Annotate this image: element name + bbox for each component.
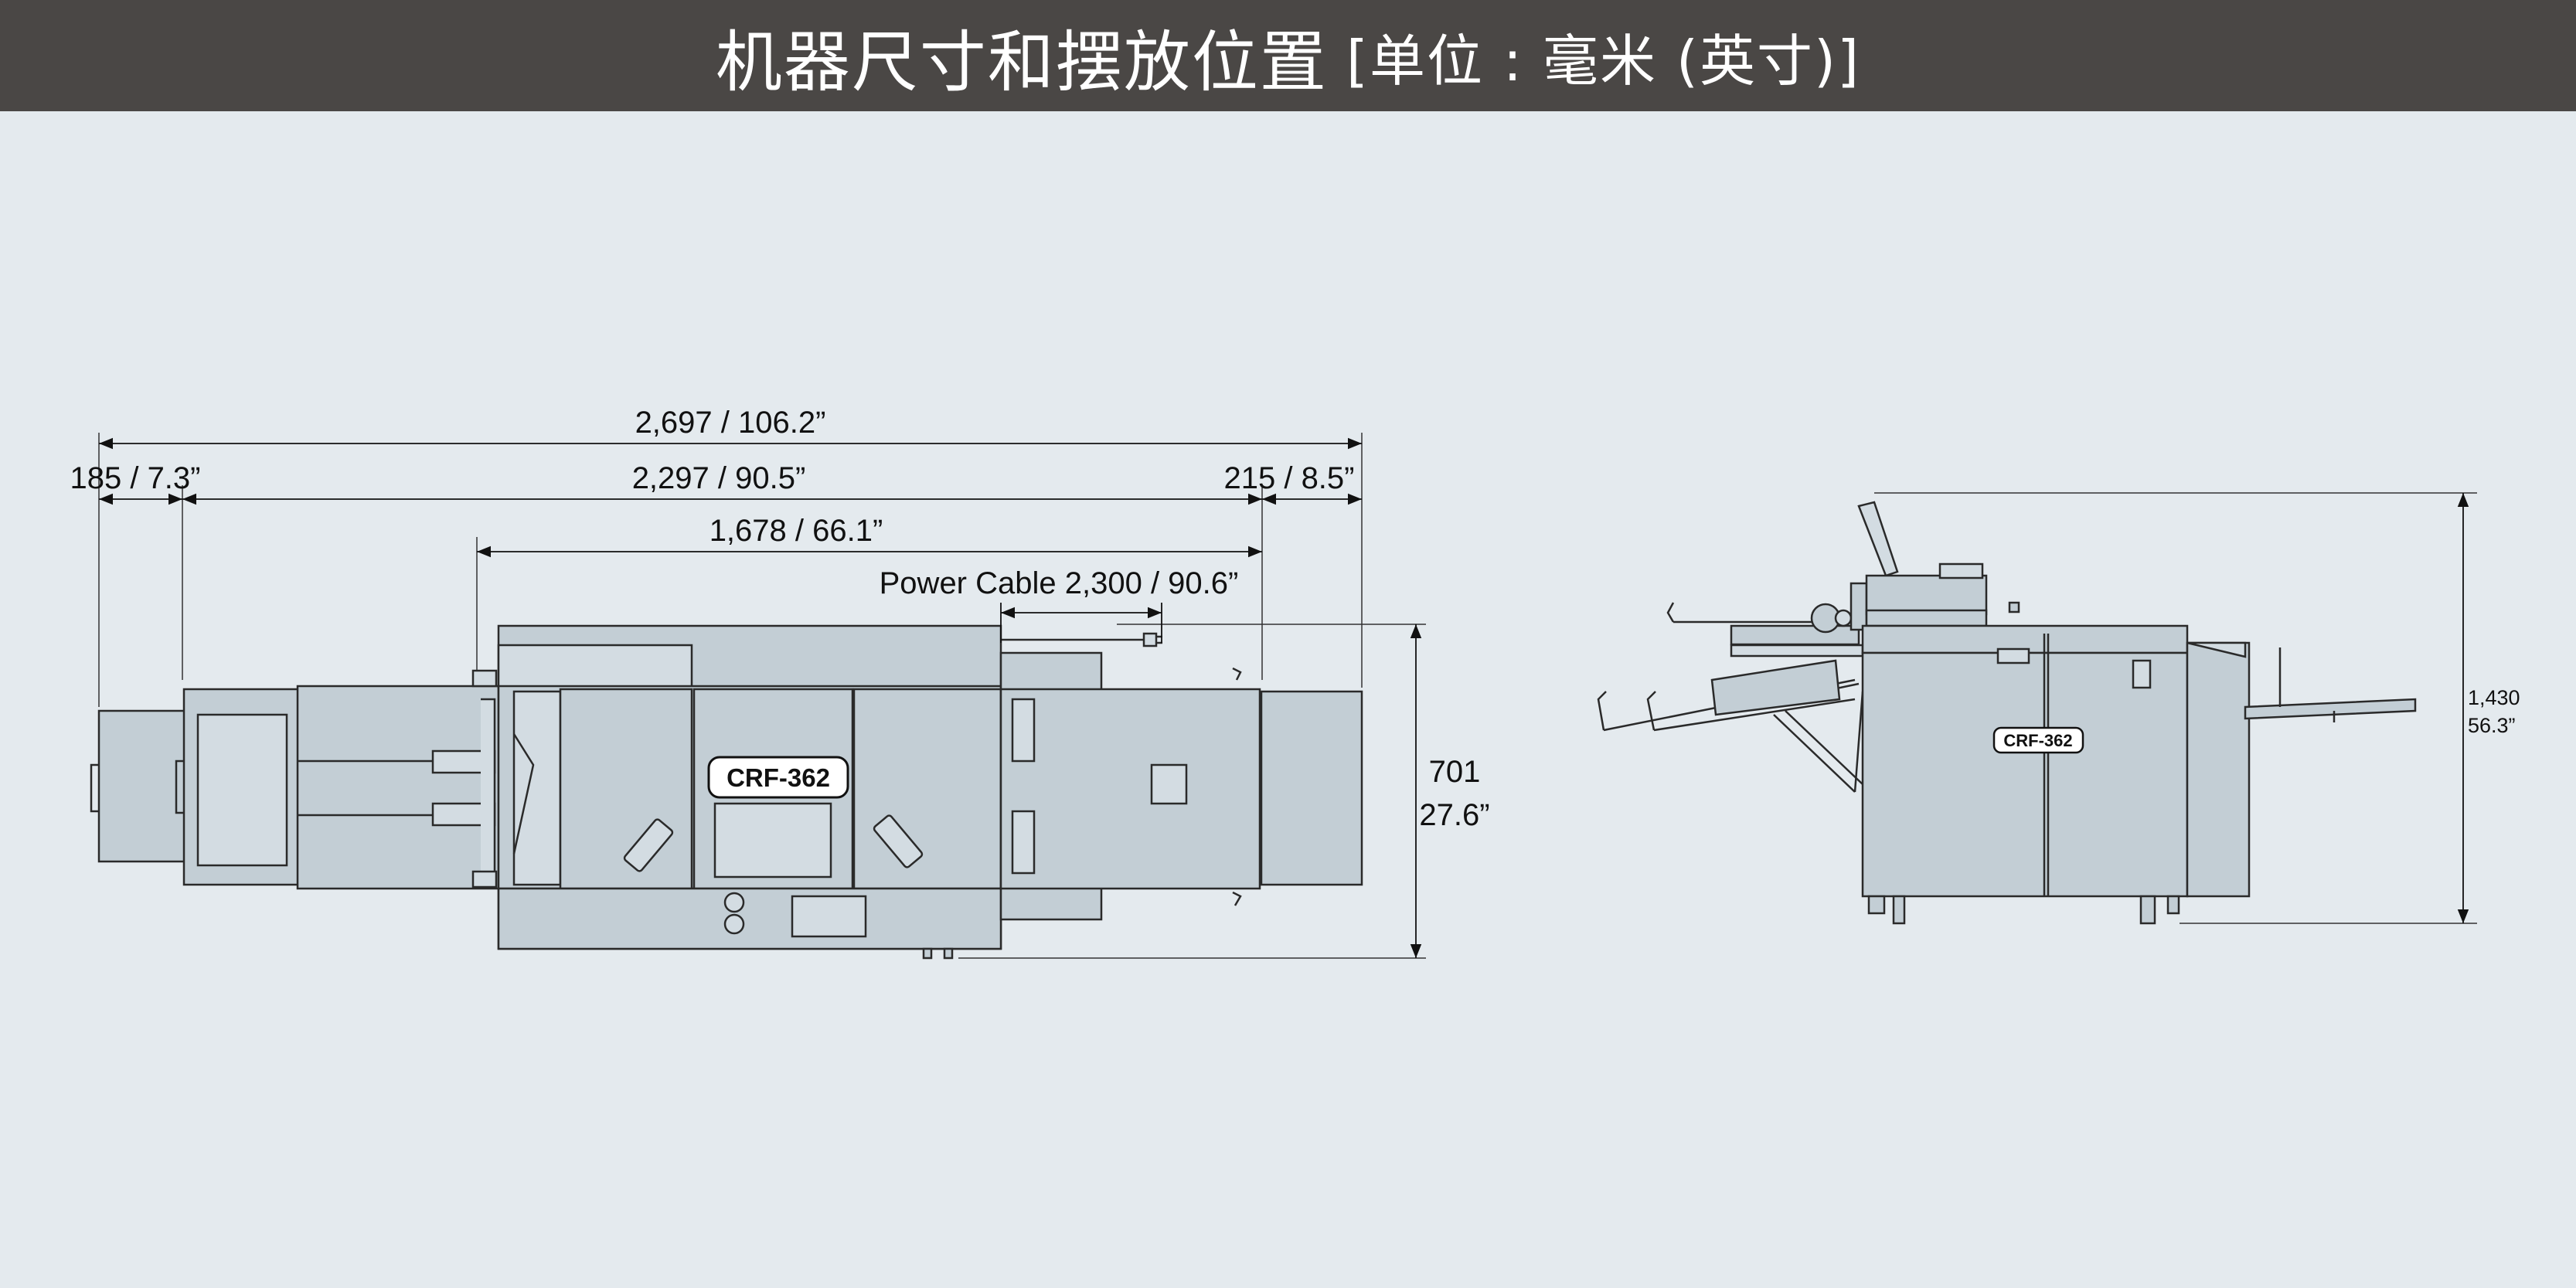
right-extension-label: 215 / 8.5”	[1223, 461, 1354, 495]
side-view	[1597, 492, 2477, 925]
side-feet	[1867, 895, 2180, 925]
left-extension-label: 185 / 7.3”	[70, 461, 200, 495]
title-main: 机器尺寸和摆放位置	[715, 23, 1328, 101]
top-dimension-lines	[99, 437, 1422, 958]
feeder-unit	[296, 669, 502, 890]
center-length-label: 1,678 / 66.1”	[710, 514, 883, 548]
height-mm-label: 1,430	[2468, 686, 2520, 709]
side-feeder	[1730, 501, 1988, 658]
side-exit-trays	[1597, 602, 1864, 793]
power-cable	[1001, 632, 1162, 647]
dimension-drawing: CRF-362 2,697 / 106.2” 185 / 7.3” 2,297 …	[70, 406, 2520, 960]
top-view	[90, 433, 1426, 960]
title-unit: [单位 : 毫米 (英寸)]	[1346, 28, 1861, 93]
depth-in-label: 27.6”	[1419, 798, 1489, 832]
depth-mm-label: 701	[1429, 755, 1481, 789]
title-bar: 机器尺寸和摆放位置 [单位 : 毫米 (英寸)]	[0, 0, 2576, 111]
side-view-model-label: CRF-362	[2003, 731, 2072, 750]
extension-lines	[98, 433, 1426, 959]
side-view-badge	[1992, 726, 2084, 754]
side-extension-lines	[1874, 492, 2477, 924]
side-cabinet	[1861, 601, 2251, 898]
overall-length-label: 2,697 / 106.2”	[635, 406, 826, 440]
main-length-label: 2,297 / 90.5”	[632, 461, 806, 495]
left-feed-tray	[90, 688, 301, 886]
top-view-badge	[707, 756, 849, 799]
top-view-model-label: CRF-362	[727, 763, 830, 792]
height-in-label: 56.3”	[2468, 714, 2516, 737]
side-right-tray	[2244, 647, 2417, 722]
power-cable-label: Power Cable 2,300 / 90.6”	[880, 566, 1239, 600]
delivery-section	[999, 651, 1363, 921]
main-body	[497, 624, 1002, 960]
